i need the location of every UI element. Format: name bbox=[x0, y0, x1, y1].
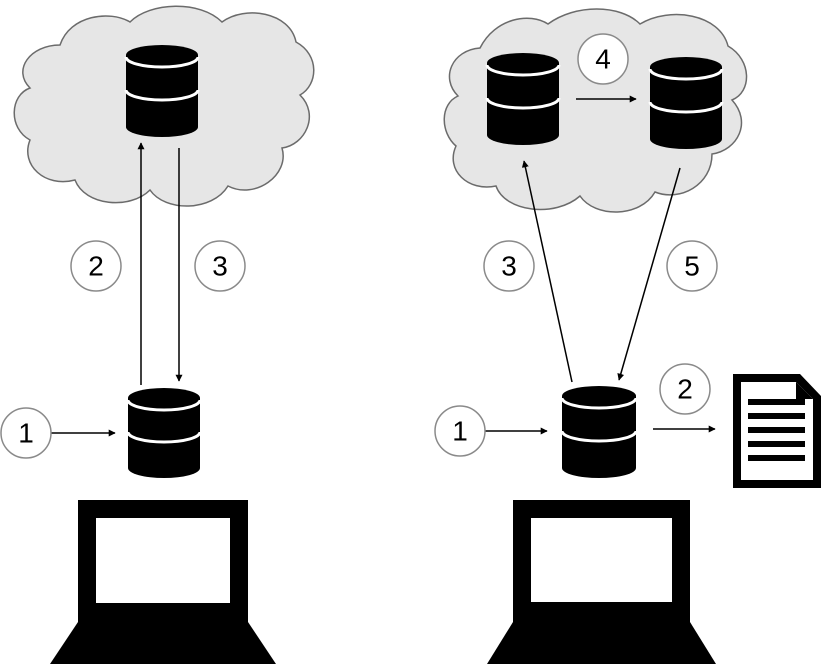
svg-text:1: 1 bbox=[452, 416, 468, 447]
left-step-1: 1 bbox=[0, 407, 52, 459]
svg-text:5: 5 bbox=[684, 251, 700, 282]
svg-text:2: 2 bbox=[677, 374, 693, 405]
left-step-2: 2 bbox=[70, 240, 122, 292]
right-cloud-database-1-icon bbox=[485, 53, 561, 145]
right-arrow-up bbox=[521, 160, 573, 383]
right-step-2: 2 bbox=[659, 363, 711, 415]
left-local-database-icon bbox=[126, 388, 202, 478]
right-arrow-down bbox=[617, 167, 681, 381]
right-step-4: 4 bbox=[577, 33, 629, 85]
right-step-1: 1 bbox=[434, 405, 486, 457]
right-step-3: 3 bbox=[483, 240, 535, 292]
right-scenario: 4 3 5 1 2 bbox=[434, 8, 821, 664]
right-laptop-icon bbox=[487, 500, 716, 664]
svg-text:1: 1 bbox=[18, 418, 34, 449]
svg-text:2: 2 bbox=[88, 251, 104, 282]
right-step-5: 5 bbox=[666, 240, 718, 292]
left-cloud-database-icon bbox=[124, 45, 200, 137]
left-step-3: 3 bbox=[194, 240, 246, 292]
right-local-database-icon bbox=[560, 386, 638, 478]
right-cloud-database-2-icon bbox=[648, 57, 724, 149]
left-scenario: 2 3 1 bbox=[0, 5, 315, 664]
svg-text:4: 4 bbox=[595, 44, 611, 75]
right-document-icon bbox=[733, 374, 821, 488]
svg-text:3: 3 bbox=[212, 251, 228, 282]
svg-text:3: 3 bbox=[501, 251, 517, 282]
left-laptop-icon bbox=[50, 500, 276, 664]
